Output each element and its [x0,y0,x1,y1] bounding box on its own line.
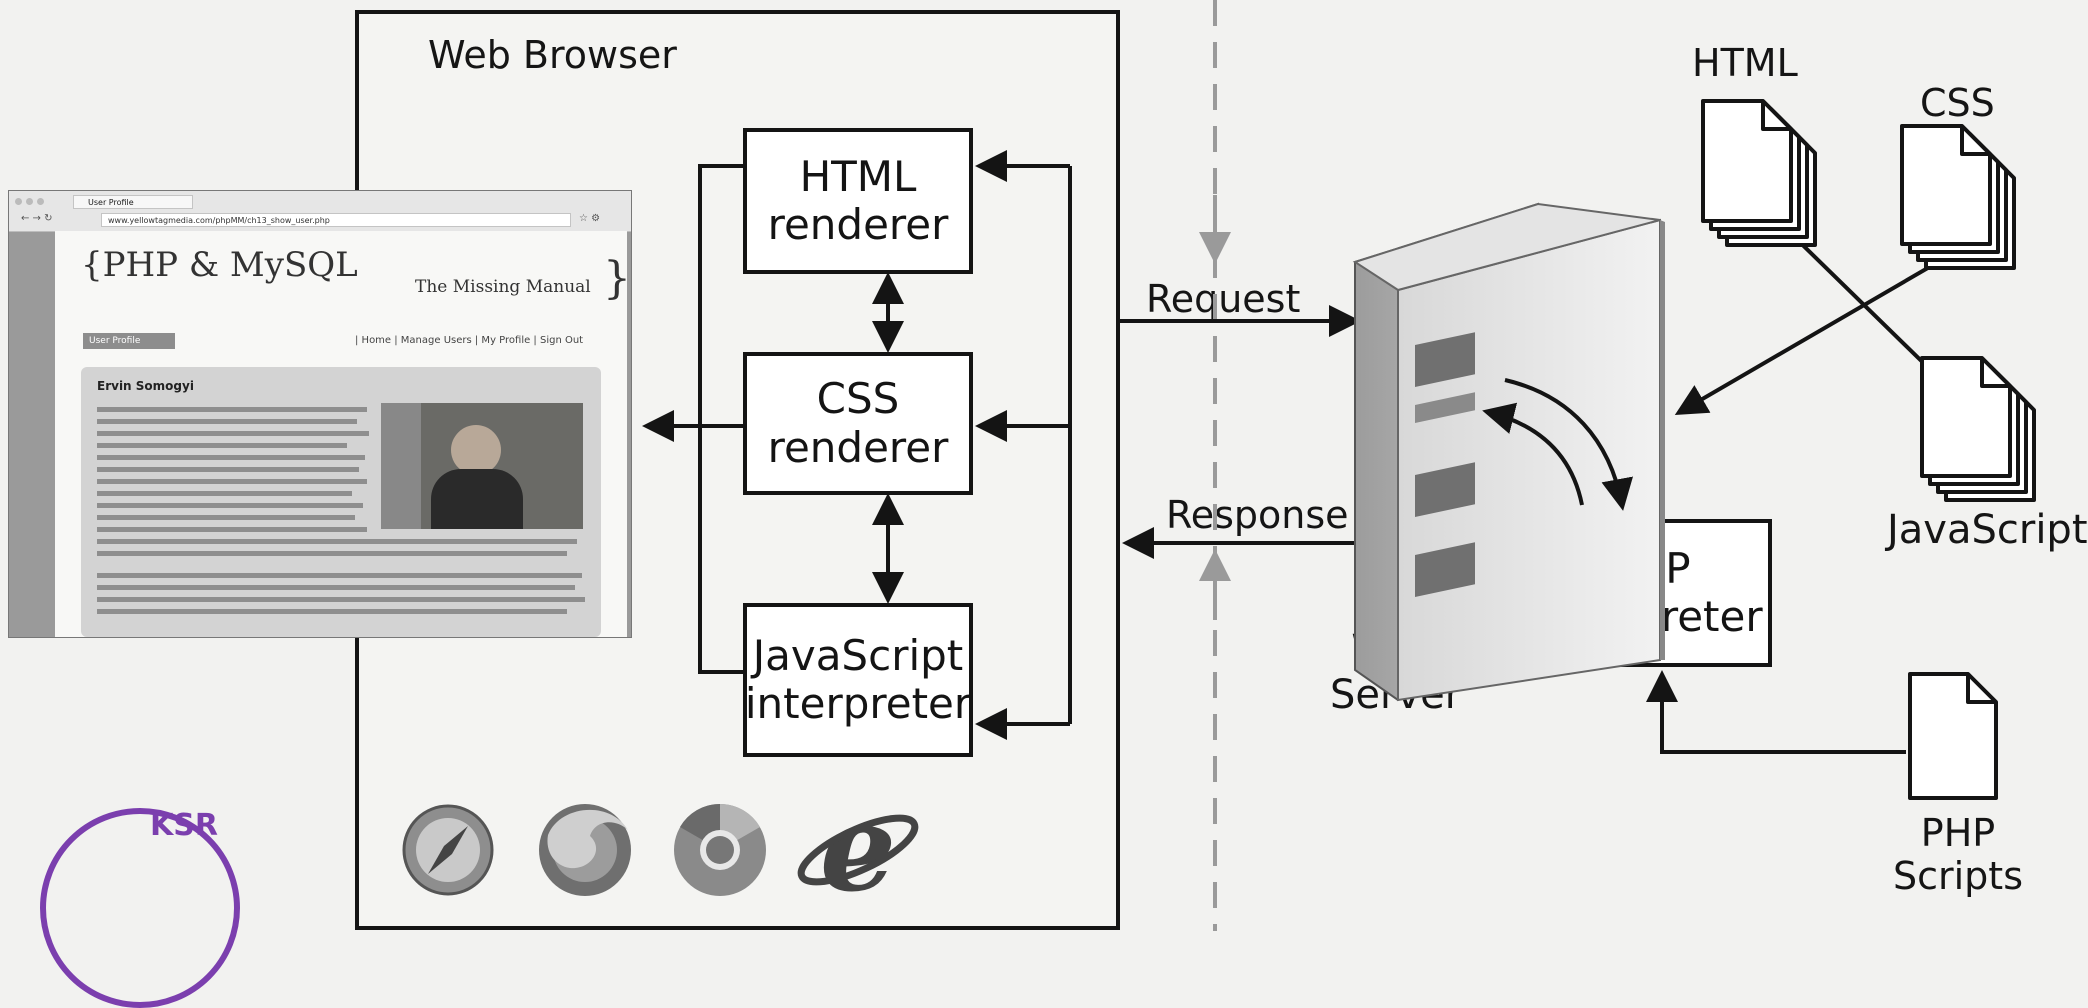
text-line [97,573,582,578]
screenshot-tab: User Profile [73,195,193,209]
text-line [97,527,367,532]
screenshot-site-title: {PHP & MySQL [81,245,358,285]
screenshot-brace: } [603,253,631,304]
text-line [97,419,357,424]
css-to-php-arrow [1674,256,1947,416]
window-dot-icon [37,198,44,205]
html-renderer-box: HTML renderer [743,128,973,274]
html-documents-icon [1701,99,1817,247]
screenshot-profile-panel: Ervin Somogyi [81,367,601,637]
screenshot-url: www.yellowtagmedia.com/phpMM/ch13_show_u… [101,213,571,227]
css-file-label: CSS [1920,81,1995,125]
php-scripts-line1: PHP [1920,811,1996,855]
text-line [97,551,567,556]
browser-screenshot: User Profile ← → ↻ www.yellowtagmedia.co… [8,190,632,638]
text-line [97,585,575,590]
text-line [97,491,352,496]
stamp-text: KSR [150,808,218,843]
photo-background [381,403,421,529]
internet-explorer-icon: e [797,778,919,919]
safari-icon [402,804,494,896]
css-renderer-line1: CSS [816,374,900,424]
text-line [97,443,347,448]
profile-photo [381,403,583,529]
html-renderer-line2: renderer [767,200,949,249]
text-line [97,467,359,472]
js-interpreter-line1: JavaScript [752,630,964,680]
text-line [97,597,585,602]
request-label: Request [1146,277,1301,321]
css-documents-icon [1900,124,2016,270]
bookmark-icon: ☆ ⚙ [579,213,601,224]
php-script-document-icon [1908,672,1998,800]
chrome-icon [674,803,766,896]
web-browser-title: Web Browser [428,33,677,77]
html-file-label: HTML [1692,41,1798,85]
back-forward-icon: ← → ↻ [21,213,53,224]
diagram-graphics: e [402,0,2036,931]
screenshot-nav: | Home | Manage Users | My Profile | Sig… [355,335,584,346]
php-scripts-line2: Scripts [1892,853,2023,898]
text-line [97,539,577,544]
css-renderer-line2: renderer [767,422,949,472]
server-curve-arrow-in [1482,402,1584,506]
php-scripts-label: PHP Scripts [1888,812,2028,897]
text-line [97,609,567,614]
js-interpreter-line2: interpreter [744,679,972,728]
text-line [97,431,369,436]
html-renderer-line1: HTML [799,151,917,201]
text-line [97,479,367,484]
photo-shirt [431,469,523,529]
screenshot-page: {PHP & MySQL The Missing Manual } User P… [55,231,631,637]
server-curve-arrow-out [1504,378,1634,511]
text-line [97,455,365,460]
screenshot-toolbar: User Profile ← → ↻ www.yellowtagmedia.co… [9,191,631,232]
text-line [97,515,355,520]
window-dot-icon [26,198,33,205]
web-server-icon [1352,202,1665,702]
response-label: Response [1166,493,1349,537]
screenshot-site-subtitle: The Missing Manual [415,277,591,297]
renderer-input-connector [975,150,1072,740]
renderer-output-connector [642,164,743,674]
svg-text:e: e [820,778,896,919]
css-renderer-box: CSS renderer [743,352,973,495]
text-line [97,407,367,412]
javascript-documents-icon [1920,356,2036,502]
screenshot-profile-name: Ervin Somogyi [97,379,194,393]
text-line [97,503,363,508]
photo-head [451,425,501,475]
window-dot-icon [15,198,22,205]
php-scripts-arrow [1646,670,1906,754]
screenshot-user-profile-tag: User Profile [83,333,175,349]
javascript-file-label: JavaScript [1887,507,2088,553]
firefox-icon [539,804,631,896]
js-interpreter-box: JavaScript interpreter [743,603,973,757]
